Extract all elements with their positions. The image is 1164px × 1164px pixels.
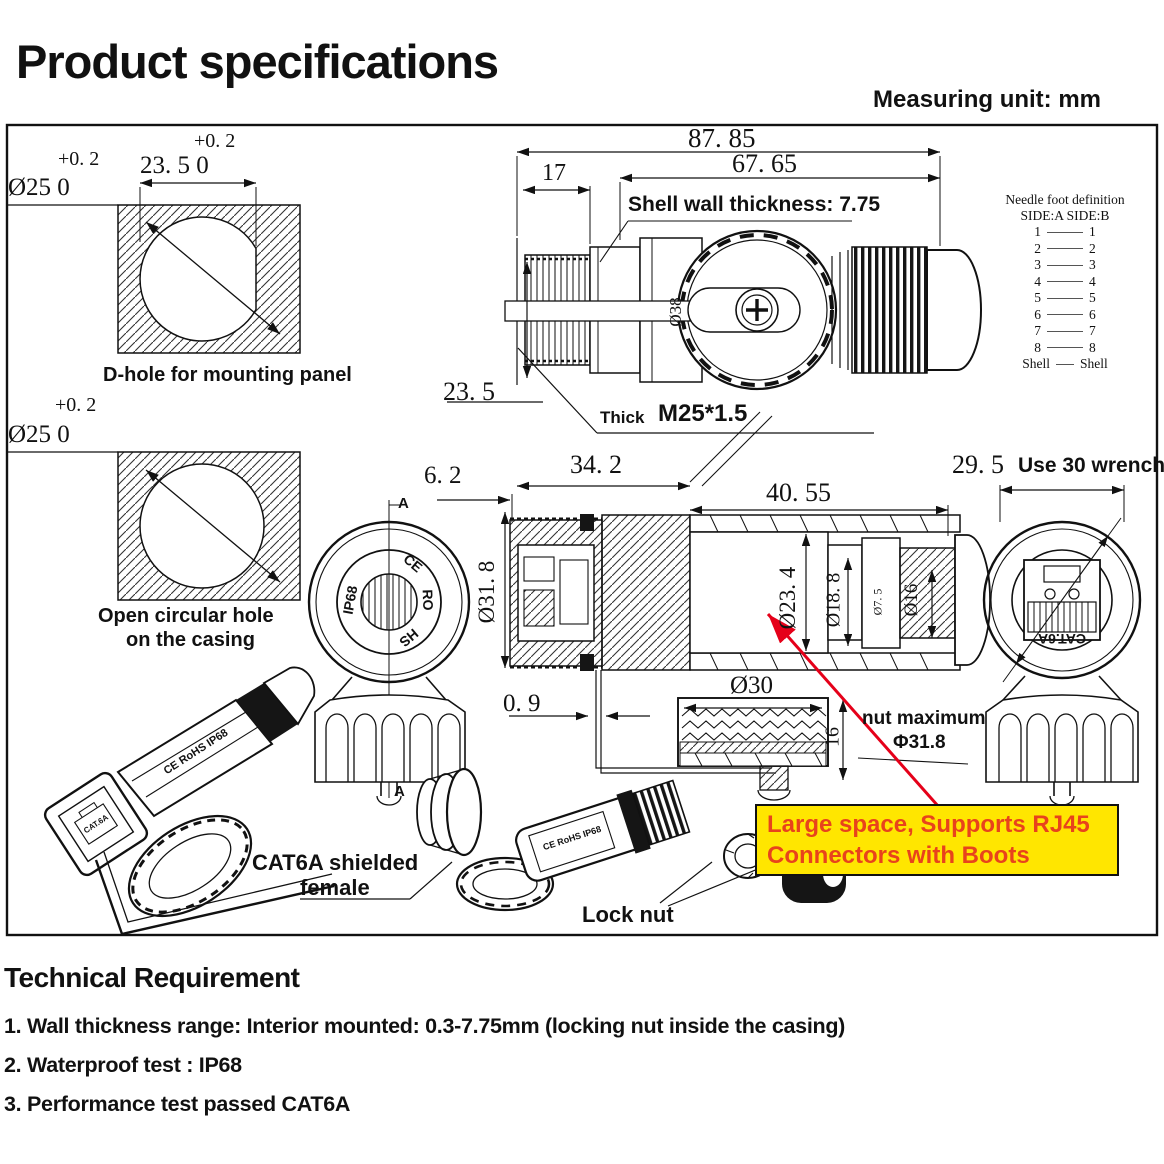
lock-nut-label: Lock nut: [582, 902, 674, 927]
tech-item-1: 1. Wall thickness range: Interior mounte…: [4, 1014, 846, 1038]
dhole-caption: D-hole for mounting panel: [103, 364, 352, 386]
callout-line-2: Connectors with Boots: [767, 842, 1030, 869]
right-view-drawing: [982, 485, 1142, 701]
callout-line-1: Large space, Supports RJ45: [767, 811, 1090, 838]
port-label-cat6a: CAT.6A: [1038, 631, 1086, 647]
dia-16: Ø16: [901, 583, 922, 617]
pin-link-line: [1047, 248, 1083, 250]
circle-caption-1: Open circular hole: [98, 605, 274, 627]
tech-heading: Technical Requirement: [4, 962, 300, 993]
measuring-unit: Measuring unit: mm: [873, 86, 1102, 113]
female-label-1: CAT6A shielded: [252, 850, 419, 875]
front-view-drawing: [307, 520, 471, 701]
tech-item-3: 3. Performance test passed CAT6A: [4, 1092, 351, 1116]
female-label-2: female: [300, 875, 370, 900]
section-mark-bottom: A: [394, 783, 405, 800]
dim-6-2: 6. 2: [424, 462, 462, 489]
wrench-note: Use 30 wrench: [1018, 454, 1164, 477]
dia-23-4: Ø23. 4: [775, 566, 800, 630]
dhole-drawing: [8, 178, 301, 354]
section-mark-top: A: [398, 495, 409, 512]
iso-connector-drawing: [43, 666, 453, 936]
dim-body-length: 67. 65: [732, 149, 797, 178]
crown-left-drawing: [314, 694, 466, 806]
dia-18-8: Ø18. 8: [822, 572, 845, 628]
circle-caption-2: on the casing: [126, 629, 255, 651]
pin-link-line: [1047, 297, 1083, 299]
callout-box: Large space, Supports RJ45 Connectors wi…: [755, 804, 1119, 876]
pin-link-line: [1056, 363, 1074, 365]
dia-7-5: Ø7. 5: [870, 588, 885, 616]
page-title: Product specifications: [16, 35, 499, 88]
pin-link-line: [1047, 264, 1083, 266]
pin-link-line: [1047, 330, 1083, 332]
engraving-hs: HS: [396, 625, 422, 651]
circle-dia-tolerance: +0. 2: [55, 394, 97, 416]
dia-bezel: Ø38: [666, 297, 685, 327]
body-print-exploded: CE RoHS IP68: [541, 823, 603, 853]
tech-item-2: 2. Waterproof test : IP68: [4, 1053, 242, 1077]
nut-max-label-1: nut maximum: [862, 708, 986, 729]
dia-30: Ø30: [730, 672, 774, 699]
dhole-diameter: Ø25 0: [8, 174, 70, 201]
body-print-iso: CE RoHS IP68: [161, 726, 231, 778]
dim-thread-length: 17: [542, 160, 566, 186]
engraving-ro: RO: [419, 589, 437, 611]
needle-table-title: Needle foot definition: [1005, 192, 1125, 207]
needle-table-sides: SIDE:A SIDE:B: [1020, 208, 1110, 223]
circular-hole-drawing: [8, 451, 301, 601]
dim-40-55: 40. 55: [766, 478, 831, 507]
dim-total-length: 87. 85: [688, 123, 756, 153]
engraving-ip68: IP68: [339, 584, 361, 616]
dim-16-nut: 16: [821, 727, 844, 747]
dhole-dia-tolerance: +0. 2: [58, 148, 100, 170]
dim-0-9: 0. 9: [503, 690, 541, 717]
dim-thread-depth: 23. 5: [443, 377, 495, 406]
dia-31-8: Ø31. 8: [474, 560, 499, 624]
crown-right-drawing: [985, 694, 1139, 806]
thread-spec: M25*1.5: [658, 400, 748, 427]
dim-29-5: 29. 5: [952, 450, 1004, 479]
engraving-ce: CE: [400, 550, 426, 576]
pin-link-line: [1047, 231, 1083, 233]
dhole-width-dim: 23. 5 0: [140, 152, 209, 179]
nut-max-label-2: Φ31.8: [893, 732, 946, 753]
dhole-tolerance: +0. 2: [194, 130, 236, 152]
shell-wall-note: Shell wall thickness: 7.75: [628, 193, 881, 216]
thick-label: Thick: [600, 408, 645, 427]
pin-link-line: [1047, 281, 1083, 283]
circle-diameter: Ø25 0: [8, 421, 70, 448]
dim-34-2: 34. 2: [570, 450, 622, 479]
pin-link-line: [1047, 347, 1083, 349]
pin-link-line: [1047, 314, 1083, 316]
port-tiny-iso: CAT.6A: [82, 812, 110, 836]
